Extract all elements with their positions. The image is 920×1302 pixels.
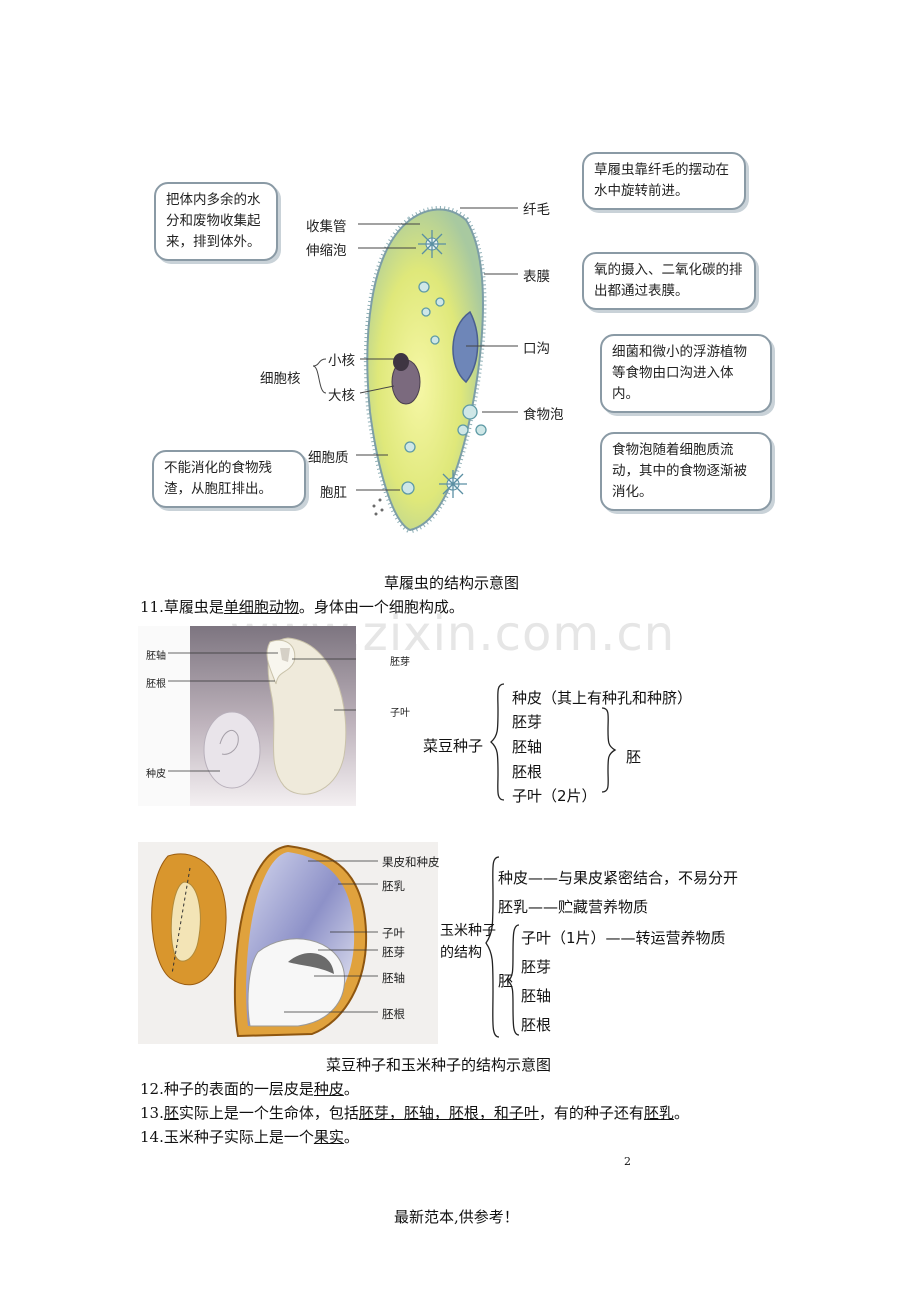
corn-embryo-item-radicle: 胚根 — [521, 1016, 552, 1034]
p13-num: 13. — [140, 1104, 164, 1122]
bean-label-hypocotyl: 胚轴 — [146, 651, 166, 662]
corn-embryo-shape — [247, 938, 345, 1027]
callout-oral-groove: 细菌和微小的浮游植物等食物由口沟进入体内。 — [600, 334, 772, 413]
contractile-vacuole-top — [418, 230, 446, 258]
p14-prefix: 14.玉米种子实际上是一个 — [140, 1128, 314, 1146]
bean-embryo: 胚 — [626, 748, 642, 766]
corn-kernel-embryo — [170, 881, 201, 962]
bean-cotyledon-shape — [267, 637, 347, 795]
label-membrane: 表膜 — [523, 269, 550, 285]
corn-cotyledon-shape — [288, 952, 334, 974]
p13-suffix: 。 — [673, 1104, 689, 1122]
p14-term: 果实 — [313, 1128, 344, 1146]
footer-note: 最新范本,供参考！ — [394, 1208, 519, 1226]
bean-item-plumule: 胚芽 — [512, 713, 543, 731]
label-cilia: 纤毛 — [523, 202, 550, 218]
bean-item-cotyledon: 子叶（2片） — [512, 787, 597, 805]
p13-mid2: ，有的种子还有 — [538, 1104, 644, 1122]
callout-anal-pore: 不能消化的食物残渣，从胞肛排出。 — [152, 450, 306, 508]
bean-label-plumule: 胚芽 — [390, 657, 410, 668]
corn-label-cotyledon: 子叶 — [382, 926, 405, 940]
corn-embryo-item-plumule: 胚芽 — [521, 958, 552, 976]
corn-embryo-item-cotyledon: 子叶（1片）——转运营养物质 — [521, 929, 726, 947]
p13-mid: 实际上是一个生命体，包括 — [178, 1104, 359, 1122]
corn-label-hypocotyl: 胚轴 — [382, 971, 405, 985]
bean-hilum-shape — [219, 729, 239, 755]
paramecium-illustration — [312, 205, 518, 534]
callout-food-vacuole: 食物泡随着细胞质流动，其中的食物逐渐被消化。 — [600, 432, 772, 511]
bean-item-hypocotyl: 胚轴 — [512, 738, 543, 756]
corn-pointer-lines — [284, 860, 378, 1013]
page-number: 2 — [624, 1155, 631, 1168]
oral-groove-shape — [452, 310, 479, 384]
p12-term: 种皮 — [313, 1080, 344, 1098]
bean-braces — [490, 683, 617, 801]
label-nucleus: 细胞核 — [260, 371, 301, 387]
bean-seed-illustration — [168, 626, 356, 806]
p13-term-parts: 胚芽，胚轴，胚根，和子叶 — [358, 1104, 539, 1122]
p11-suffix: 。身体由一个细胞构成。 — [298, 598, 464, 616]
micronucleus-shape — [393, 353, 409, 371]
p13-term-embryo: 胚 — [163, 1104, 179, 1122]
label-micronucleus: 小核 — [328, 353, 355, 369]
label-macronucleus: 大核 — [328, 388, 355, 404]
paramecium-figure: 纤毛 收集管 伸缩泡 表膜 口沟 细胞核 小核 大核 食物泡 细胞质 胞肛 把体… — [148, 112, 772, 542]
corn-label-radicle: 胚根 — [382, 1007, 405, 1021]
expelled-particles — [372, 498, 384, 516]
label-oral-groove: 口沟 — [523, 341, 550, 357]
corn-seed-illustration — [151, 844, 378, 1038]
bean-whole-seed-shape — [203, 711, 261, 789]
bean-title: 菜豆种子 — [423, 737, 484, 755]
paragraph-12: 12.种子的表面的一层皮是种皮。 — [140, 1078, 359, 1099]
bean-item-seed-coat: 种皮（其上有种孔和种脐） — [512, 689, 693, 707]
paragraph-13: 13.胚实际上是一个生命体，包括胚芽，胚轴，胚根，和子叶，有的种子还有胚乳。 — [140, 1102, 689, 1123]
callout-cilia: 草履虫靠纤毛的摆动在水中旋转前进。 — [582, 152, 746, 210]
pointer-lines — [312, 207, 518, 491]
bean-item-radicle: 胚根 — [512, 763, 543, 781]
callout-membrane: 氧的摄入、二氧化碳的排出都通过表膜。 — [582, 252, 756, 310]
bean-label-seed-coat: 种皮 — [146, 769, 166, 780]
contractile-vacuole-bottom — [439, 470, 467, 498]
label-contractile-vacuole: 伸缩泡 — [306, 243, 347, 259]
p13-term-endosperm: 胚乳 — [643, 1104, 674, 1122]
bean-plumule-shape — [280, 648, 290, 662]
bean-seed-figure: 胚轴 胚根 种皮 — [138, 626, 356, 806]
corn-seed-figure: 果皮和种皮 胚乳 子叶 胚芽 胚轴 胚根 — [138, 842, 440, 1044]
corn-seed-coat: 种皮——与果皮紧密结合，不易分开 — [498, 869, 739, 887]
corn-endosperm: 胚乳——贮藏营养物质 — [498, 898, 649, 916]
paragraph-14: 14.玉米种子实际上是一个果实。 — [140, 1126, 359, 1147]
label-cytoplasm: 细胞质 — [308, 450, 349, 466]
corn-label-endosperm: 胚乳 — [382, 879, 405, 893]
paramecium-caption: 草履虫的结构示意图 — [384, 574, 520, 592]
label-collecting-tube: 收集管 — [306, 219, 347, 235]
p12-suffix: 。 — [343, 1080, 359, 1098]
corn-label-plumule: 胚芽 — [382, 945, 405, 959]
seed-figure-caption: 菜豆种子和玉米种子的结构示意图 — [326, 1056, 552, 1074]
corn-embryo-item-hypocotyl: 胚轴 — [521, 987, 552, 1005]
p11-term: 单细胞动物 — [223, 598, 299, 616]
corn-braces — [485, 856, 520, 1038]
label-anal-pore: 胞肛 — [320, 485, 347, 501]
callout-contractile: 把体内多余的水分和废物收集起来，排到体外。 — [154, 182, 278, 261]
p12-prefix: 12.种子的表面的一层皮是 — [140, 1080, 314, 1098]
corn-title-line1: 玉米种子 — [440, 923, 496, 939]
label-food-vacuole: 食物泡 — [523, 407, 564, 423]
bean-label-radicle: 胚根 — [146, 679, 166, 690]
corn-title-line2: 的结构 — [440, 945, 482, 961]
p11-prefix: 11.草履虫是 — [140, 598, 224, 616]
food-vacuoles — [401, 281, 487, 495]
corn-embryo: 胚 — [498, 972, 514, 990]
corn-label-pericarp: 果皮和种皮 — [382, 855, 440, 869]
paragraph-11: 11.草履虫是单细胞动物。身体由一个细胞构成。 — [140, 596, 464, 617]
p14-suffix: 。 — [343, 1128, 359, 1146]
bean-pointer-lines — [168, 652, 356, 772]
bean-label-cotyledon: 子叶 — [390, 708, 410, 719]
paramecium-body — [366, 208, 484, 532]
